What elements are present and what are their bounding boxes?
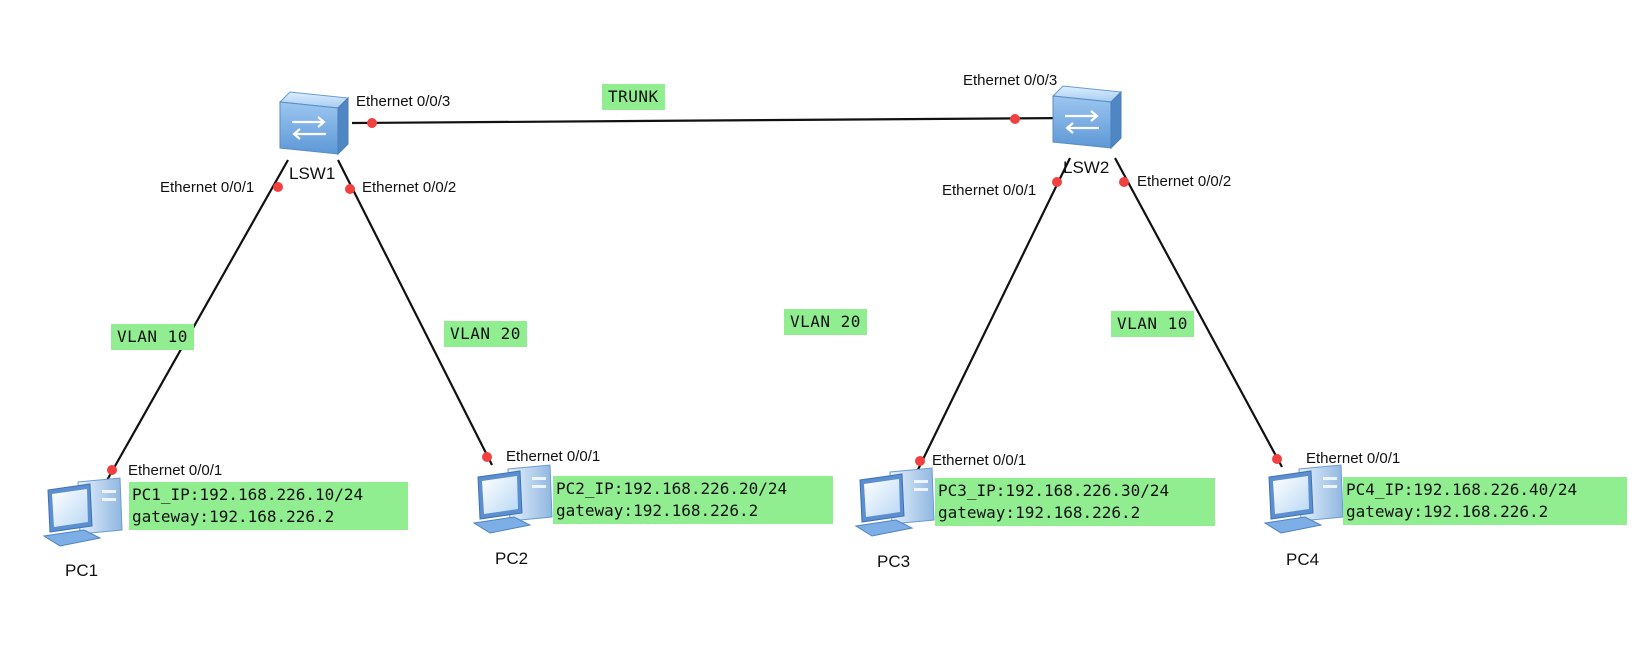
port-label-lsw2-e1: Ethernet 0/0/1 — [942, 182, 1037, 199]
pc3-gateway-text: gateway:192.168.226.2 — [938, 503, 1141, 522]
pc4-gateway-text: gateway:192.168.226.2 — [1346, 502, 1549, 521]
port-label-lsw1-e2: Ethernet 0/0/2 — [362, 179, 457, 196]
device-label-lsw2: LSW2 — [1063, 158, 1110, 177]
device-label-pc3: PC3 — [877, 552, 911, 571]
port-label-lsw2-e2: Ethernet 0/0/2 — [1137, 173, 1232, 190]
trunk-link[interactable] — [351, 116, 1073, 125]
switch-icon-lsw1[interactable] — [278, 91, 350, 156]
port-dot-lsw1-e3[interactable] — [367, 118, 377, 128]
port-label-pc2-e1: Ethernet 0/0/1 — [506, 448, 601, 465]
pc4-ip-text: PC4_IP:192.168.226.40/24 — [1346, 480, 1578, 499]
port-dot-lsw2-e2[interactable] — [1119, 177, 1129, 187]
pc-icon-pc2[interactable] — [472, 464, 553, 534]
device-label-pc2: PC2 — [495, 549, 529, 568]
device-label-pc4: PC4 — [1286, 550, 1320, 569]
port-dots — [107, 114, 1282, 475]
pc1-ip-text: PC1_IP:192.168.226.10/24 — [132, 485, 364, 504]
vlan-label-lsw1-pc2: VLAN 20 — [444, 321, 527, 347]
switch-icon-lsw2[interactable] — [1051, 85, 1123, 150]
port-dot-lsw1-e2[interactable] — [345, 184, 355, 194]
pc1-address-note: PC1_IP:192.168.226.10/24 gateway:192.168… — [129, 482, 408, 530]
port-label-lsw2-e3: Ethernet 0/0/3 — [963, 72, 1058, 89]
port-label-pc1-e1: Ethernet 0/0/1 — [128, 462, 223, 479]
port-label-pc3-e1: Ethernet 0/0/1 — [932, 452, 1027, 469]
pc-icon-pc1[interactable] — [42, 477, 123, 547]
port-label-pc4-e1: Ethernet 0/0/1 — [1306, 450, 1401, 467]
port-label-lsw1-e3: Ethernet 0/0/3 — [356, 93, 451, 110]
trunk-label: TRUNK — [602, 84, 665, 110]
link-lsw1-pc1[interactable] — [105, 159, 289, 483]
port-label-lsw1-e1: Ethernet 0/0/1 — [160, 179, 255, 196]
links — [105, 116, 1283, 489]
vlan-label-middle: VLAN 20 — [784, 309, 867, 335]
vlan-label-lsw2-pc4: VLAN 10 — [1111, 311, 1194, 337]
device-label-lsw1: LSW1 — [289, 164, 336, 183]
link-lsw2-pc3[interactable] — [908, 157, 1071, 489]
pc-icon-pc4[interactable] — [1263, 464, 1344, 534]
pc2-ip-text: PC2_IP:192.168.226.20/24 — [556, 479, 788, 498]
pc4-address-note: PC4_IP:192.168.226.40/24 gateway:192.168… — [1343, 477, 1627, 525]
port-dot-pc3-e1[interactable] — [915, 456, 925, 466]
port-dot-lsw2-e3[interactable] — [1010, 114, 1020, 124]
pc3-address-note: PC3_IP:192.168.226.30/24 gateway:192.168… — [935, 478, 1215, 526]
port-dot-lsw1-e1[interactable] — [273, 182, 283, 192]
port-dot-pc1-e1[interactable] — [107, 465, 117, 475]
pc3-ip-text: PC3_IP:192.168.226.30/24 — [938, 481, 1170, 500]
device-label-pc1: PC1 — [65, 561, 99, 580]
pc2-gateway-text: gateway:192.168.226.2 — [556, 501, 759, 520]
pc2-address-note: PC2_IP:192.168.226.20/24 gateway:192.168… — [553, 476, 833, 524]
link-lsw1-pc2[interactable] — [337, 159, 493, 466]
link-lsw2-pc4[interactable] — [1114, 157, 1283, 468]
pc1-gateway-text: gateway:192.168.226.2 — [132, 507, 335, 526]
pc-icon-pc3[interactable] — [854, 467, 935, 537]
vlan-label-lsw1-pc1: VLAN 10 — [111, 324, 194, 350]
port-dot-pc2-e1[interactable] — [482, 452, 492, 462]
port-dot-pc4-e1[interactable] — [1272, 454, 1282, 464]
port-dot-lsw2-e1[interactable] — [1052, 177, 1062, 187]
